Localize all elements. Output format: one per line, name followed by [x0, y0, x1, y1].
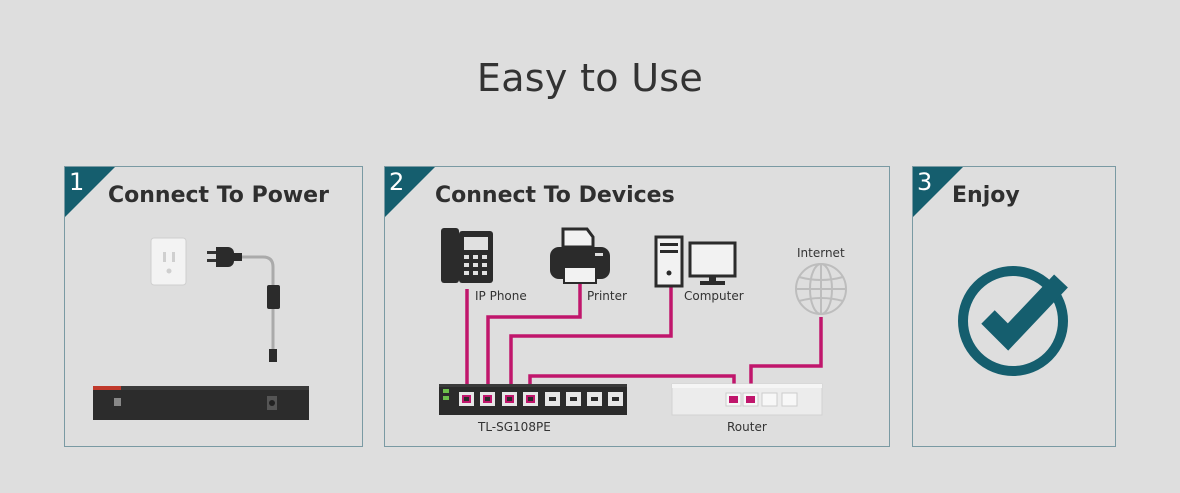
printer-icon: [550, 227, 610, 284]
power-connector: [269, 349, 277, 362]
switch-tl-sg108pe: [439, 384, 627, 415]
ip-phone-icon: [441, 228, 493, 283]
step-card-enjoy: 3 Enjoy: [912, 166, 1116, 447]
power-outlet-icon: [150, 237, 187, 286]
devices-diagram: IP Phone Printer Computer Internet: [439, 227, 847, 434]
step-badge: [65, 167, 115, 217]
enjoy-illustration: [958, 266, 1068, 376]
step-badge: [385, 167, 435, 217]
step-title: Connect To Power: [108, 183, 329, 208]
computer-icon: [654, 235, 737, 288]
router-device: [671, 383, 823, 416]
switch-device: [93, 386, 309, 420]
power-illustration: [93, 237, 309, 420]
step-badge: [913, 167, 963, 217]
power-cable: [242, 255, 275, 287]
page-title: Easy to Use: [476, 56, 704, 100]
checkmark-circle-icon: [958, 266, 1068, 376]
step-card-devices: 2 Connect To Devices IP Phone: [384, 166, 890, 447]
step-title: Connect To Devices: [435, 183, 675, 208]
label-ip-phone: IP Phone: [475, 289, 527, 303]
step-card-power: 1 Connect To Power: [64, 166, 363, 447]
globe-icon: [795, 263, 847, 315]
label-internet: Internet: [797, 246, 845, 260]
label-computer: Computer: [684, 289, 744, 303]
cable-computer: [509, 287, 673, 397]
step-title: Enjoy: [952, 183, 1020, 208]
cable-internet: [749, 317, 823, 397]
step-number: 3: [917, 168, 933, 196]
ferrite-core: [267, 285, 280, 309]
step-number: 1: [69, 168, 85, 196]
power-plug-icon: [207, 247, 242, 267]
step-number: 2: [389, 168, 405, 196]
cable-printer: [486, 281, 582, 397]
label-router: Router: [727, 420, 767, 434]
label-printer: Printer: [587, 289, 627, 303]
label-switch: TL-SG108PE: [477, 420, 551, 434]
